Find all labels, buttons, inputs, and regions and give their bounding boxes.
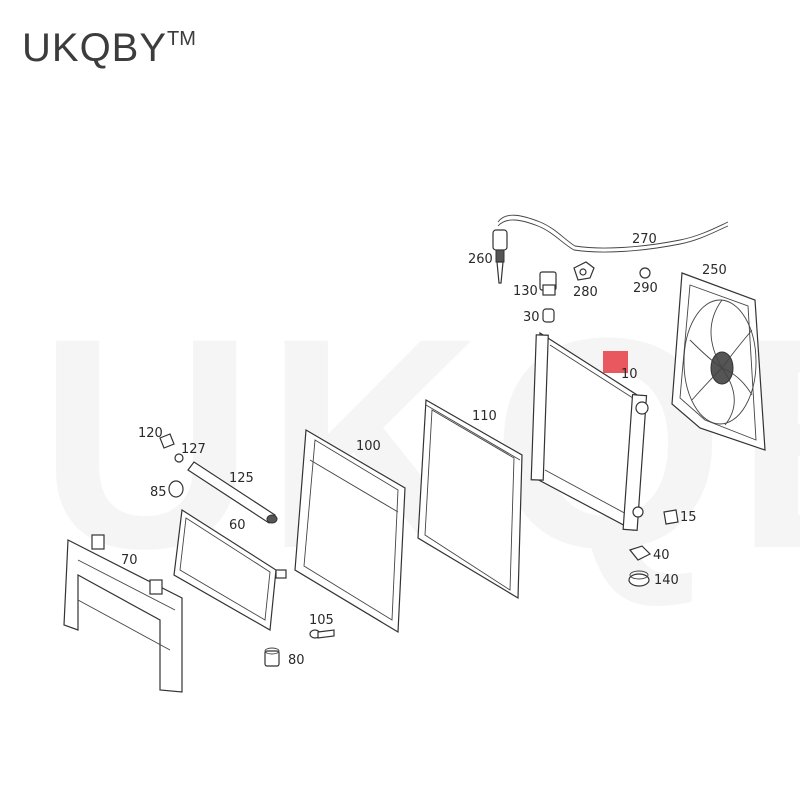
label-105: 105 [309,613,334,628]
part-290-clip [639,267,651,279]
part-125-tube [187,461,278,524]
part-140-rubber-mount [628,570,650,587]
part-110-condenser [417,398,523,600]
label-140: 140 [654,573,679,588]
highlight-marker [603,351,628,373]
part-70-carrier [63,534,183,693]
part-120-fitting [159,433,175,449]
part-100-frame [294,428,406,634]
brand-logo: UKQBYTM [22,26,196,71]
label-80: 80 [288,653,305,668]
label-10: 10 [621,367,638,382]
label-110: 110 [472,409,497,424]
part-60-aux-cooler [173,508,287,631]
part-260-sensor [492,229,508,284]
label-100: 100 [356,439,381,454]
brand-name: UKQBY [22,26,168,70]
part-40-mount [628,545,652,561]
label-40: 40 [653,548,670,563]
label-15: 15 [680,510,697,525]
label-130: 130 [513,284,538,299]
part-270-hose [497,214,729,253]
label-125: 125 [229,471,254,486]
part-280-valve [573,261,595,281]
part-85-grommet [168,480,184,498]
part-105-bolt [309,629,335,639]
label-270: 270 [632,232,657,247]
part-30-plug [542,308,555,323]
label-250: 250 [702,263,727,278]
part-10-radiator [530,331,649,531]
label-127: 127 [181,442,206,457]
part-130-bracket [539,271,557,296]
brand-trademark: TM [167,28,196,50]
part-80-bushing [264,647,280,667]
label-60: 60 [229,518,246,533]
label-280: 280 [573,285,598,300]
label-85: 85 [150,485,167,500]
label-30: 30 [523,310,540,325]
label-290: 290 [633,281,658,296]
label-260: 260 [468,252,493,267]
part-250-fan-shroud [671,272,766,451]
label-120: 120 [138,426,163,441]
label-70: 70 [121,553,138,568]
part-127-clip [174,453,184,463]
part-15-sensor [663,509,679,525]
